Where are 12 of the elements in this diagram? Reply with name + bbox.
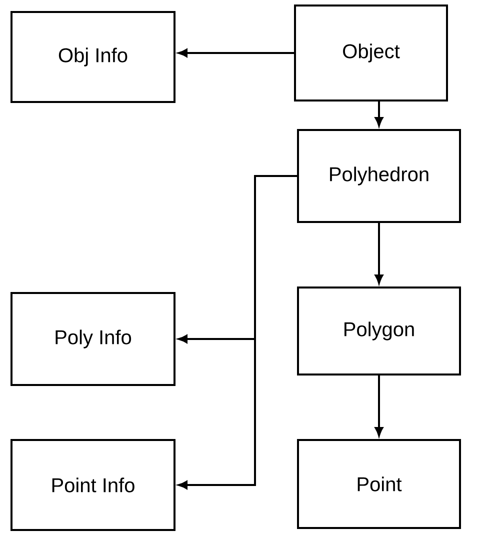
class-box: Object	[294, 4, 448, 102]
class-box: Polyhedron	[297, 129, 461, 223]
arrow	[374, 102, 384, 126]
class-box: Polygon	[297, 286, 461, 376]
class-box: Poly Info	[10, 292, 176, 386]
arrow	[374, 376, 384, 436]
class-box: Obj Info	[10, 11, 176, 103]
class-box: Point Info	[10, 439, 176, 531]
arrow	[178, 48, 294, 58]
arrow	[178, 175, 297, 490]
class-box: Point	[297, 439, 461, 529]
arrow	[374, 223, 384, 284]
